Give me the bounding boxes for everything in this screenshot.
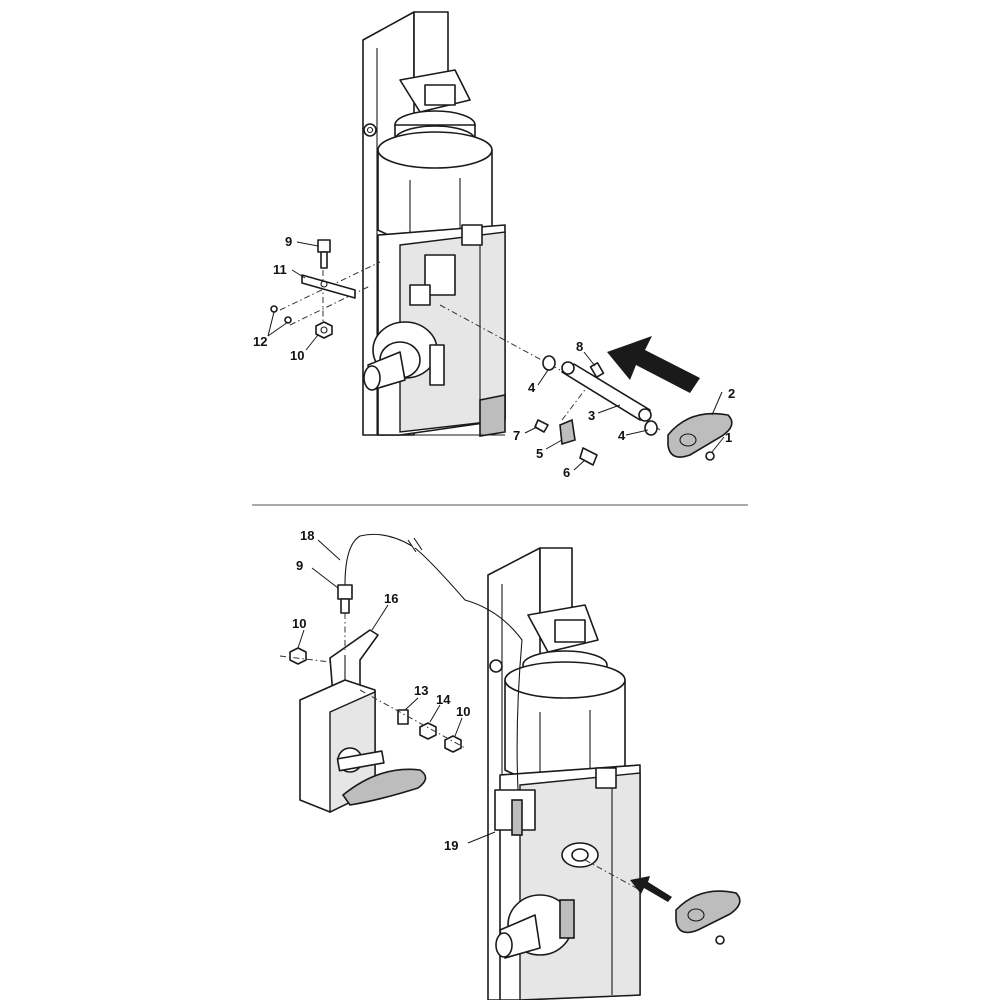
crank-handle-icon: [675, 890, 741, 934]
callout-10: 10: [290, 348, 304, 363]
callout-10-bottom-right: 10: [456, 704, 470, 719]
callout-2: 2: [728, 386, 735, 401]
callout-9-bottom: 9: [296, 558, 303, 573]
top-assembly: [362, 11, 506, 437]
callout-4-left: 4: [528, 380, 536, 395]
bottom-assembly: [344, 533, 641, 1000]
callout-9: 9: [285, 234, 292, 249]
callout-14: 14: [436, 692, 451, 707]
top-callouts: 1 2 3 4 4 5 6 7 8 9 10 11 12: [253, 234, 735, 480]
callout-16: 16: [384, 591, 398, 606]
callout-3: 3: [588, 408, 595, 423]
callout-13: 13: [414, 683, 428, 698]
callout-4-right: 4: [618, 428, 626, 443]
insertion-arrow-icon: [607, 336, 700, 393]
callout-5: 5: [536, 446, 543, 461]
crank-handle-icon: [667, 412, 733, 458]
callout-19: 19: [444, 838, 458, 853]
callout-8: 8: [576, 339, 583, 354]
insertion-arrow-icon: [630, 876, 672, 902]
callout-7: 7: [513, 428, 520, 443]
callout-1: 1: [725, 430, 732, 445]
bottom-exploded-parts: [279, 537, 741, 945]
callout-11: 11: [273, 262, 287, 277]
callout-10-bottom-left: 10: [292, 616, 306, 631]
callout-12: 12: [253, 334, 267, 349]
callout-6: 6: [563, 465, 570, 480]
top-exploded-parts: [267, 239, 733, 471]
callout-18: 18: [300, 528, 314, 543]
bottom-callouts: 9 10 10 13 14 16 18 19: [292, 528, 470, 853]
